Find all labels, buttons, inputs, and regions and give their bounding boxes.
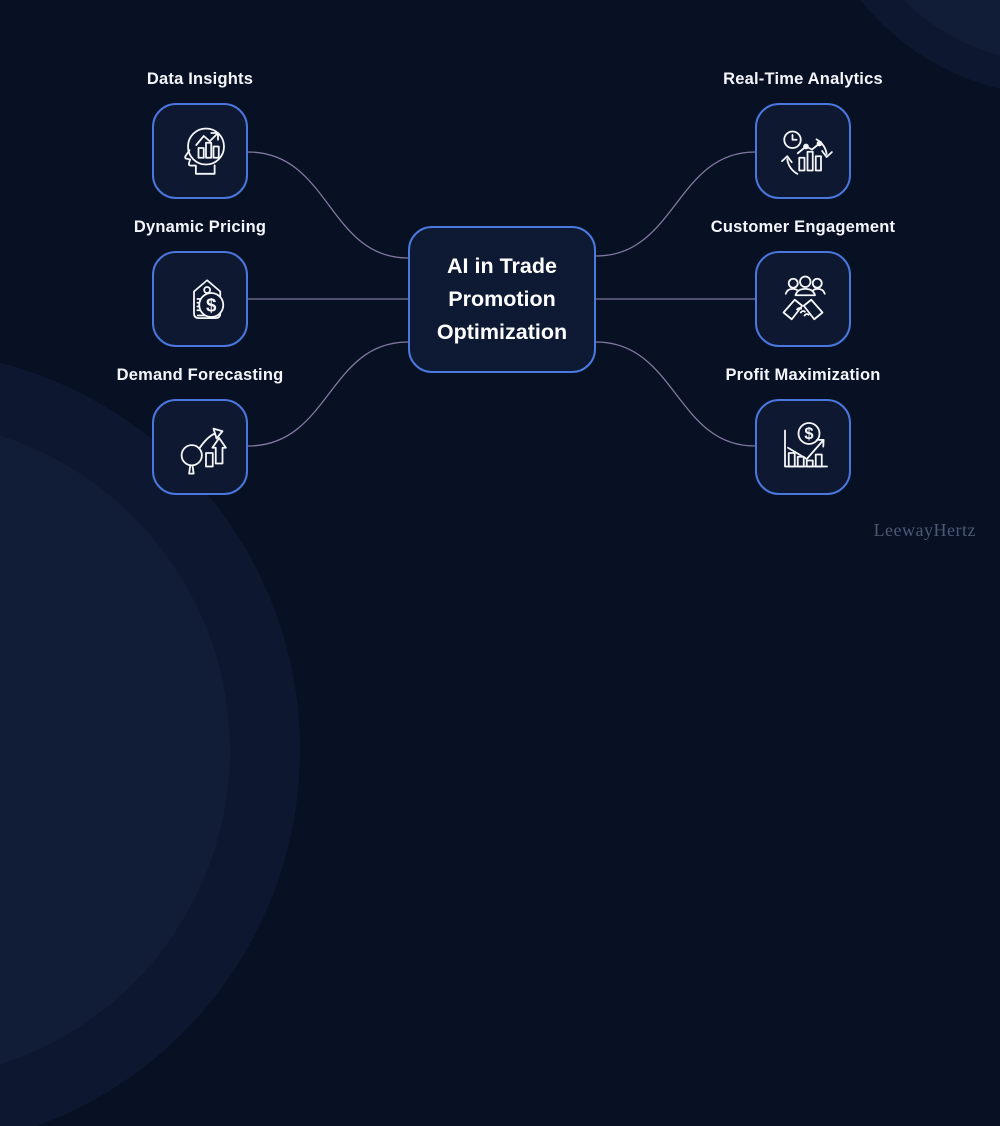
node-realtime-analytics: [755, 103, 851, 199]
central-title-line2: Promotion: [448, 287, 556, 311]
svg-text:$: $: [206, 294, 217, 315]
label-demand-forecasting: Demand Forecasting: [116, 366, 284, 384]
label-realtime-analytics: Real-Time Analytics: [723, 70, 883, 88]
magnifier-trend-icon: [180, 427, 227, 475]
central-title-line3: Optimization: [436, 320, 568, 344]
label-data-insights: Data Insights: [146, 70, 254, 88]
price-tag-dollar-icon: $: [193, 279, 225, 320]
label-dynamic-pricing: Dynamic Pricing: [133, 218, 267, 236]
head-analytics-icon: [184, 127, 225, 175]
chart-dollar-arrow-icon: $: [784, 422, 828, 468]
node-demand-forecasting: [152, 399, 248, 495]
svg-text:$: $: [804, 425, 813, 443]
node-profit-maximization: $: [755, 399, 851, 495]
node-customer-engagement: [755, 251, 851, 347]
central-topic-box: AI in Trade Promotion Optimization: [408, 226, 596, 373]
connector-profit-maximization: [595, 341, 756, 447]
node-dynamic-pricing: $: [152, 251, 248, 347]
connector-demand-forecasting: [247, 341, 409, 447]
connector-lines: [247, 151, 756, 447]
clock-refresh-chart-icon: [781, 130, 833, 175]
connector-data-insights: [247, 151, 409, 259]
central-title-line1: AI in Trade: [447, 254, 557, 278]
leewayhertz-watermark: LeewayHertz: [873, 520, 976, 540]
node-data-insights: [152, 103, 248, 199]
people-handshake-icon: [782, 275, 826, 321]
connector-realtime-analytics: [595, 151, 756, 257]
label-customer-engagement: Customer Engagement: [710, 218, 896, 236]
label-profit-maximization: Profit Maximization: [725, 366, 881, 384]
